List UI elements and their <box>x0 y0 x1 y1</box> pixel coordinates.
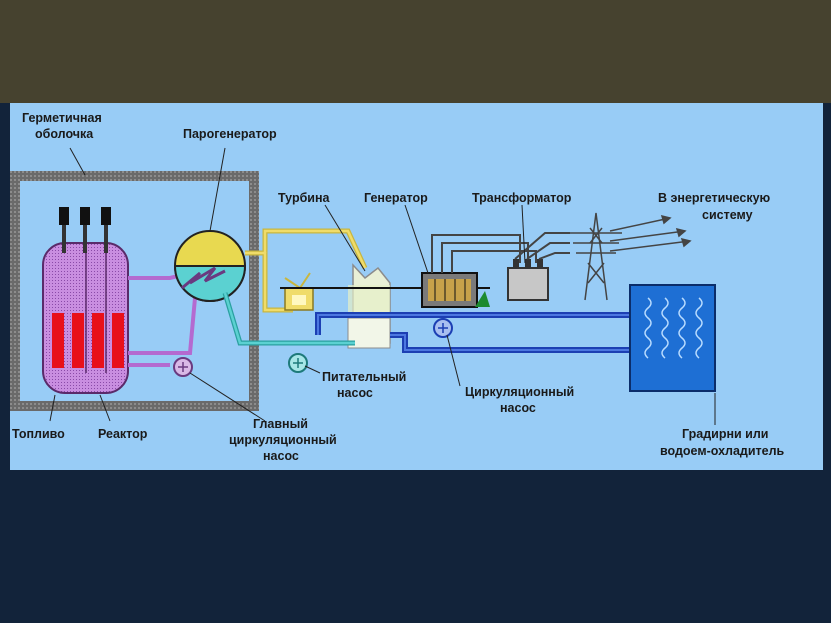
fuel-rod-4 <box>112 313 124 368</box>
control-rod-drive-3 <box>101 207 111 225</box>
label-feed-pump-2: насос <box>337 386 373 400</box>
label-fuel: Топливо <box>12 427 65 441</box>
transmission-tower <box>570 212 622 301</box>
npp-scheme-diagram: Герметичная оболочка Парогенератор Турби… <box>10 111 785 463</box>
circulation-pump <box>433 318 453 338</box>
label-circ-pump-2: насос <box>500 401 536 415</box>
label-grid-2: систему <box>702 208 753 222</box>
leader-lines <box>49 147 716 425</box>
containment-shell <box>10 171 259 411</box>
generator <box>421 272 490 308</box>
label-steam-generator: Парогенератор <box>183 127 277 141</box>
label-cooling-1: Градирни или <box>682 427 768 441</box>
top-band <box>0 0 831 103</box>
label-containment-2: оболочка <box>35 127 94 141</box>
label-generator: Генератор <box>364 191 428 205</box>
label-reactor: Реактор <box>98 427 148 441</box>
cooling-tower <box>629 284 716 392</box>
feed-pump <box>288 353 308 373</box>
label-main-pump-1: Главный <box>253 417 308 431</box>
label-turbine: Турбина <box>278 191 331 205</box>
label-feed-pump-1: Питательный <box>322 370 406 384</box>
fuel-rod-3 <box>92 313 104 368</box>
reactor-vessel <box>42 207 129 394</box>
feedwater-line <box>222 292 355 346</box>
generator-wires <box>431 234 537 273</box>
fuel-rod-2 <box>72 313 84 368</box>
circulation-water-loop <box>315 312 630 353</box>
control-rod-drive-2 <box>80 207 90 225</box>
label-cooling-2: водоем-охладитель <box>660 444 785 458</box>
label-circ-pump-1: Циркуляционный <box>465 385 574 399</box>
label-transformer: Трансформатор <box>472 191 572 205</box>
grid-arrows <box>609 214 692 252</box>
main-circulation-pump <box>173 357 193 377</box>
bottom-band <box>0 470 831 623</box>
label-grid-1: В энергетическую <box>658 191 771 205</box>
label-containment-1: Герметичная <box>22 111 102 125</box>
transformer <box>507 259 549 301</box>
label-main-pump-2: циркуляционный <box>229 433 337 447</box>
steam-generator <box>173 230 247 302</box>
label-main-pump-3: насос <box>263 449 299 463</box>
control-rod-drive-1 <box>59 207 69 225</box>
fuel-rod-1 <box>52 313 64 368</box>
